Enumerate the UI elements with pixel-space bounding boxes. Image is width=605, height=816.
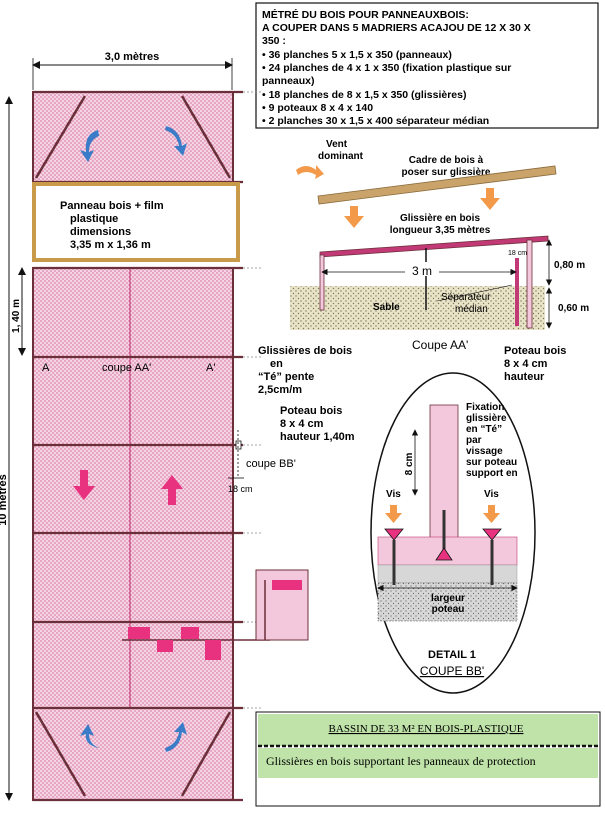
poteau-label: Poteau bois [280,405,342,417]
section-poteau-label: hauteur [504,371,545,383]
coupe-aa-caption: Coupe AA' [412,338,468,352]
section-aa: Vent dominant Cadre de bois à poser sur … [290,139,589,383]
panel-box-line: plastique [70,213,118,225]
separateur-label: Séparateur [441,292,491,303]
materials-title-1: MÉTRÉ DU BOIS POUR PANNEAUXBOIS: [262,8,469,21]
section-poteau-label: Poteau bois [504,345,566,357]
materials-item: • 24 planches de 4 x 1 x 350 (fixation p… [262,62,511,74]
largeur-label: largeur [431,593,465,604]
poteau-label: hauteur 1,40m [280,431,355,443]
glissieres-label: en [270,358,283,370]
materials-item: • 36 planches 5 x 1,5 x 350 (panneaux) [262,49,452,61]
section-080: 0,80 m [554,260,585,271]
orange-down-arrow-icon [344,188,500,228]
plan-18cm: 18 cm [228,484,253,494]
materials-item: • 18 planches de 8 x 1,5 x 350 (glissièr… [262,89,466,101]
largeur-label: poteau [432,604,465,615]
materials-item: panneaux) [262,75,315,87]
detail-8cm: 8 cm [404,452,415,475]
fixation-label: vissage [466,446,503,457]
detail-subtitle: COUPE BB' [420,664,484,678]
detail-1: 8 cm Vis Vis Fixation glissière en “Té” … [370,372,536,694]
materials-box: MÉTRÉ DU BOIS POUR PANNEAUXBOIS: A COUPE… [255,2,599,129]
section-060: 0,60 m [558,303,589,314]
vent-label: dominant [318,151,364,162]
glissiere-label: longueur 3,35 mètres [390,225,491,236]
pink-flow-arrow-icon [73,470,183,505]
fixation-label: support en [466,468,518,479]
glissieres-label: 2,5cm/m [258,384,302,396]
fixation-label: sur poteau [466,457,517,468]
fixation-label: en “Té” [466,424,502,435]
wind-arrow-icon [296,165,324,179]
plan-height-label: 1, 40 m [11,299,22,333]
materials-title-3: 350 : [262,35,286,47]
glissiere-label: Glissière en bois [400,213,480,224]
legend-title: BASSIN DE 33 M² EN BOIS-PLASTIQUE [329,723,524,735]
blue-rotation-arrow-icon [80,126,187,752]
coupe-bb-label: coupe BB' [246,458,296,470]
section-3m: 3 m [412,264,432,278]
separateur-label: médian [455,304,488,315]
fixation-label: glissière [466,413,507,424]
pipe-detail [122,569,309,660]
materials-title-2: A COUPER DANS 5 MADRIERS ACAJOU DE 12 X … [262,22,531,34]
vis-right-label: Vis [484,489,499,500]
fixation-label: Fixation [466,402,504,413]
plan-width-label: 3,0 mètres [105,51,159,63]
legend-text: Glissières en bois supportant les pannea… [266,754,536,768]
poteau-label: 8 x 4 cm [280,418,324,430]
materials-item: • 2 planches 30 x 1,5 x 400 séparateur m… [262,115,489,127]
section-18cm: 18 cm [508,250,527,257]
materials-item: • 9 poteaux 8 x 4 x 140 [262,102,373,114]
poteau-post [526,239,533,329]
cadre-board [317,165,557,205]
detail-title: DETAIL 1 [428,649,476,661]
glissieres-label: “Té” pente [258,371,314,383]
panel-box [32,182,240,262]
panel-box-line: 3,35 m x 1,36 m [70,239,151,251]
section-poteau-label: 8 x 4 cm [504,358,548,370]
sable-label: Sable [373,302,400,313]
glissieres-label: Glissières de bois [258,345,352,357]
cadre-label: poser sur glissière [402,167,491,178]
plan-view: 3,0 mètres 10 mètres 1, 40 m [0,51,355,802]
sable-ground [290,286,545,330]
vent-label: Vent [326,139,348,150]
fixation-label: par [466,435,482,446]
letter-a-left: A [42,362,50,374]
legend-box: BASSIN DE 33 M² EN BOIS-PLASTIQUE Glissi… [255,711,601,807]
vis-left-label: Vis [386,489,401,500]
panel-box-line: Panneau bois + film [60,200,164,212]
plan-total-length: 10 mètres [0,474,9,525]
separateur-median [515,258,519,326]
screw-icon [384,510,502,585]
letter-a-right: A' [206,362,215,374]
coupe-aa-label: coupe AA' [102,362,151,374]
panel-box-line: dimensions [70,226,131,238]
cadre-label: Cadre de bois à [409,155,484,166]
